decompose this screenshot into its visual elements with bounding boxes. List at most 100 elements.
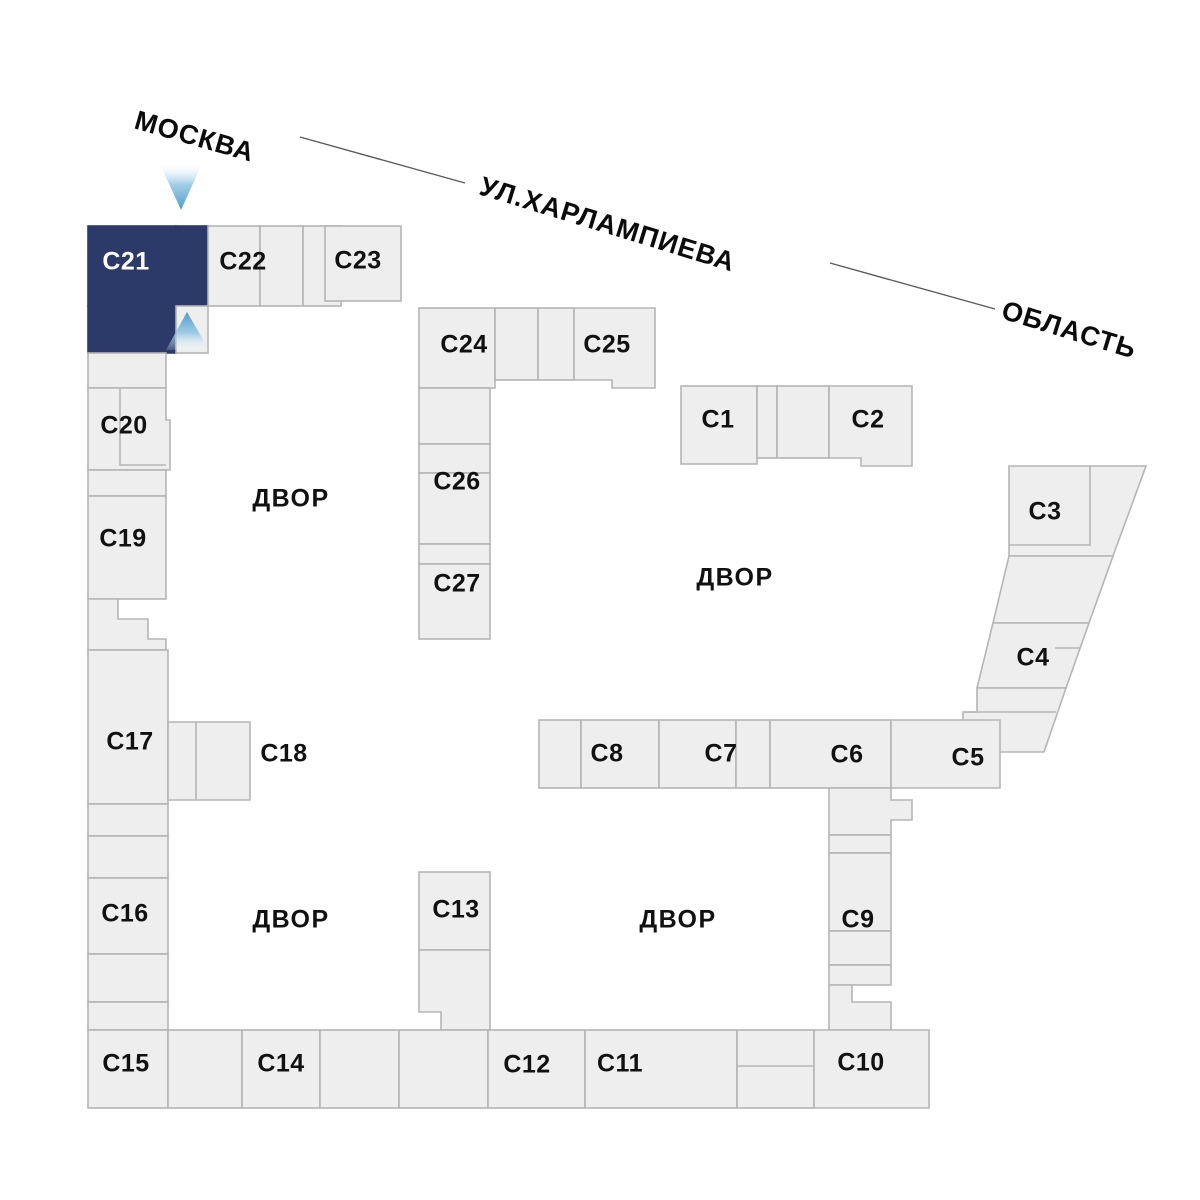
- block-shape-C22-b[interactable]: [259, 225, 304, 307]
- block-shape-center-band1[interactable]: [418, 387, 491, 445]
- block-shape-C10[interactable]: [813, 1029, 930, 1109]
- block-shape-C25[interactable]: [573, 307, 656, 389]
- block-label-C8: C8: [591, 740, 624, 768]
- block-label-C13: C13: [432, 896, 479, 924]
- block-shape-C2-a[interactable]: [776, 385, 830, 459]
- block-shape-C7[interactable]: [658, 719, 737, 789]
- block-label-C12: C12: [503, 1051, 550, 1079]
- yard-label-bottom-right: ДВОР: [639, 906, 716, 934]
- block-shape-south-d[interactable]: [736, 1029, 815, 1109]
- street-label-harlampieva: УЛ.ХАРЛАМПИЕВА: [476, 171, 739, 277]
- block-shape-C13[interactable]: [418, 871, 491, 951]
- block-label-C18: C18: [260, 740, 307, 768]
- block-shape-C9-band1[interactable]: [828, 834, 892, 854]
- block-shape-C5[interactable]: [890, 719, 1001, 789]
- block-shape-C17-arm[interactable]: [167, 721, 251, 801]
- yard-labels: ДВОР ДВОР ДВОР ДВОР: [252, 485, 773, 934]
- block-label-C3: C3: [1029, 498, 1062, 526]
- block-shape-C16[interactable]: [87, 877, 169, 955]
- yard-label-top-right: ДВОР: [696, 564, 773, 592]
- block-group-C9column: [828, 834, 892, 1031]
- street-label-oblast: ОБЛАСТЬ: [998, 295, 1140, 364]
- divider-C3: [1009, 466, 1091, 546]
- block-label-C11: C11: [597, 1050, 643, 1078]
- block-shape-east-seg1[interactable]: [991, 555, 1115, 624]
- divider-C20: [119, 388, 166, 466]
- block-shape-center-band2[interactable]: [418, 443, 491, 474]
- block-label-C21: C21: [102, 248, 149, 276]
- entry-arrow-up-icon: [166, 312, 209, 350]
- block-label-C19: C19: [99, 525, 146, 553]
- block-shape-C21-stub[interactable]: [175, 225, 209, 307]
- block-label-C24: C24: [440, 331, 487, 359]
- block-label-C20: C20: [100, 412, 147, 440]
- block-shape-mid-b[interactable]: [735, 719, 771, 789]
- block-label-C14: C14: [257, 1050, 304, 1078]
- block-label-C23: C23: [334, 247, 381, 275]
- block-label-C15: C15: [102, 1050, 149, 1078]
- entry-arrow-down-icon: [160, 164, 202, 210]
- block-group-south: [87, 1029, 930, 1109]
- block-shape-west-band5[interactable]: [87, 953, 169, 1003]
- block-shape-C6[interactable]: [769, 719, 892, 789]
- block-label-C5: C5: [952, 744, 985, 772]
- block-shape-C1[interactable]: [680, 385, 758, 465]
- block-shape-west-band4[interactable]: [87, 835, 169, 879]
- block-label-C10: C10: [837, 1049, 884, 1077]
- block-label-C26: C26: [433, 468, 480, 496]
- block-shape-C9-band3[interactable]: [828, 964, 892, 986]
- block-shape-west-band6[interactable]: [87, 1001, 169, 1031]
- block-shape-south-a[interactable]: [167, 1029, 243, 1109]
- block-label-C7: C7: [705, 740, 738, 768]
- block-shape-west-step[interactable]: [87, 598, 167, 651]
- block-shape-C8[interactable]: [580, 719, 660, 789]
- block-label-C4: C4: [1017, 644, 1050, 672]
- block-label-C6: C6: [831, 741, 864, 769]
- leader-line-oblast: [829, 262, 996, 310]
- block-shape-C11[interactable]: [584, 1029, 738, 1109]
- block-group-west: [87, 352, 251, 1031]
- block-group-C13: [418, 871, 491, 1031]
- block-shape-C9-band2[interactable]: [828, 930, 892, 966]
- block-label-C9: C9: [842, 906, 875, 934]
- block-shape-C19[interactable]: [87, 495, 167, 600]
- block-shape-C14[interactable]: [241, 1029, 321, 1109]
- block-shape-west-band3[interactable]: [87, 803, 169, 837]
- block-shape-C2[interactable]: [828, 385, 913, 467]
- block-group-midrow: [538, 719, 1001, 836]
- block-shape-C23[interactable]: [324, 225, 402, 302]
- yard-label-top-left: ДВОР: [252, 485, 329, 513]
- block-group-north: [87, 225, 402, 354]
- block-shape-C26[interactable]: [418, 472, 491, 545]
- block-shape-C1-b[interactable]: [756, 385, 778, 459]
- block-group-center: [418, 307, 656, 640]
- street-label-moskva: МОСКВА: [131, 105, 258, 168]
- block-shape-C9-foot[interactable]: [828, 984, 892, 1031]
- street-leader-lines: [299, 136, 996, 310]
- block-shape-west-band2[interactable]: [87, 469, 167, 497]
- block-shape-C21[interactable]: [87, 225, 177, 307]
- block-shape-C15[interactable]: [87, 1029, 169, 1109]
- block-shape-C17[interactable]: [87, 649, 169, 805]
- block-shape-C24[interactable]: [418, 307, 496, 389]
- block-group-east: [962, 465, 1148, 753]
- block-shape-center-band3[interactable]: [418, 543, 491, 565]
- block-shape-mid-step[interactable]: [828, 787, 913, 836]
- block-shape-C13-foot[interactable]: [418, 949, 491, 1031]
- block-shape-C22-a[interactable]: [207, 225, 261, 307]
- block-label-C25: C25: [583, 331, 630, 359]
- block-group-northeast: [680, 385, 913, 467]
- block-shape-mid-a[interactable]: [538, 719, 582, 789]
- block-shape-south-c[interactable]: [398, 1029, 489, 1109]
- block-label-C22: C22: [219, 248, 266, 276]
- block-shape-C25-a[interactable]: [537, 307, 575, 381]
- block-shape-C24-b[interactable]: [494, 307, 539, 381]
- block-shape-C27[interactable]: [418, 563, 491, 640]
- block-shape-west-band[interactable]: [87, 352, 167, 389]
- block-shape-south-b[interactable]: [319, 1029, 400, 1109]
- block-shape-C9[interactable]: [828, 852, 892, 932]
- block-shape-C21-lower[interactable]: [87, 305, 177, 354]
- block-shape-C12[interactable]: [487, 1029, 586, 1109]
